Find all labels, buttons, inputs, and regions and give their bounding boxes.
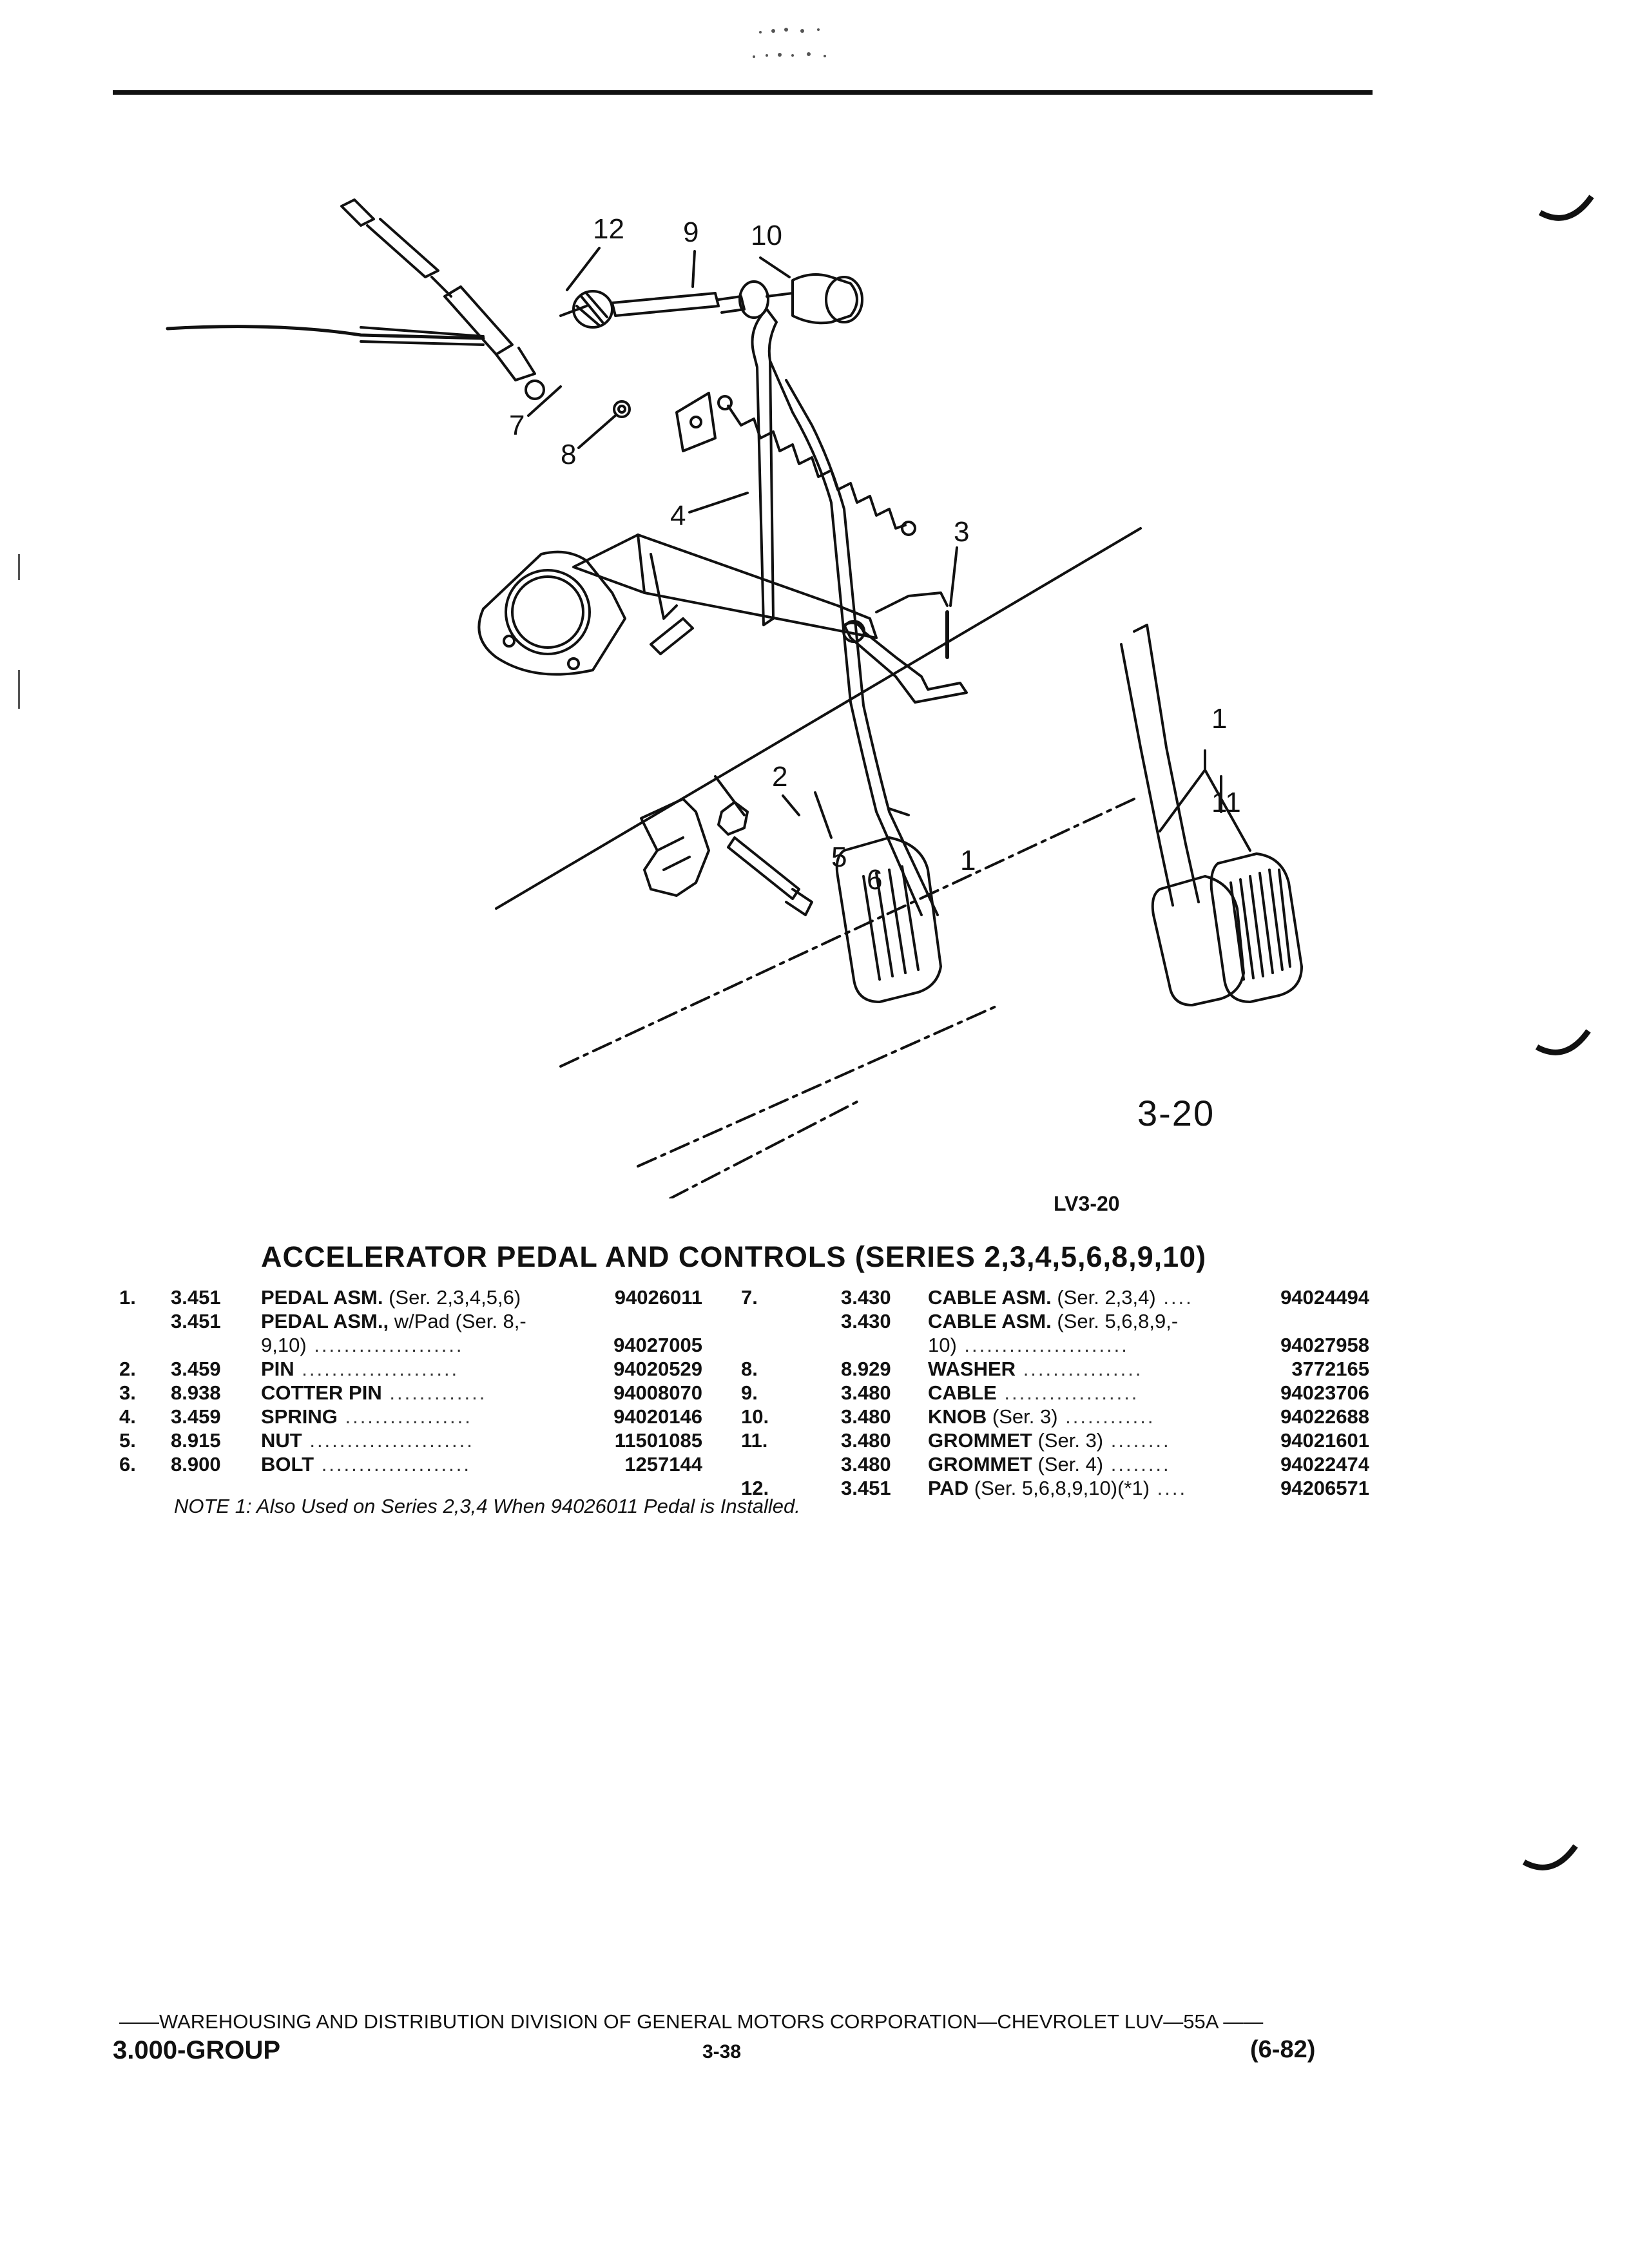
- part-number: 94020146: [613, 1405, 702, 1428]
- item-number: 8.: [741, 1358, 758, 1380]
- part-description: PAD (Ser. 5,6,8,9,10)(*1) ....: [928, 1477, 1188, 1499]
- group-number: 8.900: [171, 1453, 221, 1475]
- part-number: 94027005: [613, 1334, 702, 1356]
- footer-group: 3.000-GROUP: [113, 2036, 281, 2064]
- callout-1: 1: [960, 845, 976, 876]
- group-number: 3.480: [841, 1429, 891, 1452]
- footer-date: (6-82): [1250, 2036, 1316, 2063]
- group-number: 8.929: [841, 1358, 891, 1380]
- footer-page-number: 3-38: [702, 2041, 742, 2062]
- part-number: 94027958: [1280, 1334, 1369, 1356]
- part-description: GROMMET (Ser. 4) ........: [928, 1453, 1171, 1475]
- binder-mark: [1522, 1844, 1578, 1870]
- figure-code: LV3-20: [1054, 1192, 1120, 1215]
- group-number: 3.459: [171, 1405, 221, 1428]
- item-number: 4.: [119, 1405, 136, 1428]
- binder-mark: [1535, 1029, 1591, 1055]
- part-number: 1257144: [624, 1453, 702, 1475]
- group-number: 3.430: [841, 1286, 891, 1309]
- part-description: BOLT ....................: [261, 1453, 471, 1475]
- part-description: PEDAL ASM., w/Pad (Ser. 8,-: [261, 1310, 526, 1332]
- item-number: 2.: [119, 1358, 136, 1380]
- group-number: 3.451: [841, 1477, 891, 1499]
- part-description: NUT ......................: [261, 1429, 474, 1452]
- part-description: SPRING .................: [261, 1405, 472, 1428]
- part-description: PEDAL ASM. (Ser. 2,3,4,5,6): [261, 1286, 521, 1309]
- item-number: 7.: [741, 1286, 758, 1309]
- top-rule: [113, 90, 1373, 95]
- part-number: 94021601: [1280, 1429, 1369, 1452]
- group-number: 8.915: [171, 1429, 221, 1452]
- callout-9: 9: [683, 216, 699, 248]
- part-number: 94008070: [613, 1381, 702, 1404]
- part-description: WASHER ................: [928, 1358, 1143, 1380]
- binder-mark: [1538, 195, 1594, 221]
- part-description: CABLE ASM. (Ser. 2,3,4) ....: [928, 1286, 1193, 1309]
- part-description: 9,10) ....................: [261, 1334, 464, 1356]
- item-number: 6.: [119, 1453, 136, 1475]
- part-number: 94020529: [613, 1358, 702, 1380]
- callout-12: 11: [1211, 787, 1241, 818]
- callout-5: 5: [831, 841, 847, 873]
- part-description: GROMMET (Ser. 3) ........: [928, 1429, 1171, 1452]
- footnote: NOTE 1: Also Used on Series 2,3,4 When 9…: [174, 1495, 800, 1517]
- item-number: 3.: [119, 1381, 136, 1404]
- edge-mark: [18, 670, 20, 709]
- group-number: 8.938: [171, 1381, 221, 1404]
- callout-4: 4: [670, 500, 686, 532]
- group-number: 3.480: [841, 1405, 891, 1428]
- callout-1-right: 1: [1211, 703, 1227, 735]
- part-number: 94022474: [1280, 1453, 1369, 1475]
- part-number: 94022688: [1280, 1405, 1369, 1428]
- item-number: 5.: [119, 1429, 136, 1452]
- scan-marks: [753, 28, 826, 58]
- part-description: CABLE ASM. (Ser. 5,6,8,9,-: [928, 1310, 1179, 1332]
- group-number: 3.480: [841, 1453, 891, 1475]
- item-number: 12.: [741, 1477, 769, 1499]
- figure-number: 3-20: [1137, 1093, 1215, 1133]
- callout-7: 7: [509, 410, 525, 441]
- part-description: KNOB (Ser. 3) ............: [928, 1405, 1155, 1428]
- part-description: COTTER PIN .............: [261, 1381, 487, 1404]
- group-number: 3.459: [171, 1358, 221, 1380]
- part-number: 94026011: [614, 1286, 702, 1309]
- callout-10: 10: [751, 220, 782, 251]
- section-title: ACCELERATOR PEDAL AND CONTROLS (SERIES 2…: [261, 1240, 1207, 1273]
- item-number: 9.: [741, 1381, 758, 1404]
- item-number: 1.: [119, 1286, 136, 1309]
- part-number: 94024494: [1280, 1286, 1369, 1309]
- part-description: PIN .....................: [261, 1358, 459, 1380]
- callout-11: 12: [593, 213, 624, 245]
- group-number: 3.480: [841, 1381, 891, 1404]
- part-description: 10) ......................: [928, 1334, 1129, 1356]
- part-number: 94023706: [1280, 1381, 1369, 1404]
- group-number: 3.451: [171, 1310, 221, 1332]
- edge-mark: [18, 554, 20, 580]
- callout-8: 8: [561, 439, 576, 470]
- part-number: 94206571: [1280, 1477, 1369, 1499]
- callout-2: 2: [772, 761, 787, 793]
- callout-3: 3: [954, 516, 969, 548]
- part-description: CABLE ..................: [928, 1381, 1139, 1404]
- footer-publisher: ——WAREHOUSING AND DISTRIBUTION DIVISION …: [119, 2010, 1264, 2033]
- callout-6: 6: [867, 864, 882, 896]
- group-number: 3.451: [171, 1286, 221, 1309]
- item-number: 10.: [741, 1405, 769, 1428]
- group-number: 3.430: [841, 1310, 891, 1332]
- item-number: 11.: [741, 1429, 768, 1452]
- exploded-parts-diagram: 12 9 10 7 8 4 3 2 1 5 6 1 11: [166, 198, 1303, 1198]
- part-number: 3772165: [1291, 1358, 1369, 1380]
- part-number: 11501085: [614, 1429, 702, 1452]
